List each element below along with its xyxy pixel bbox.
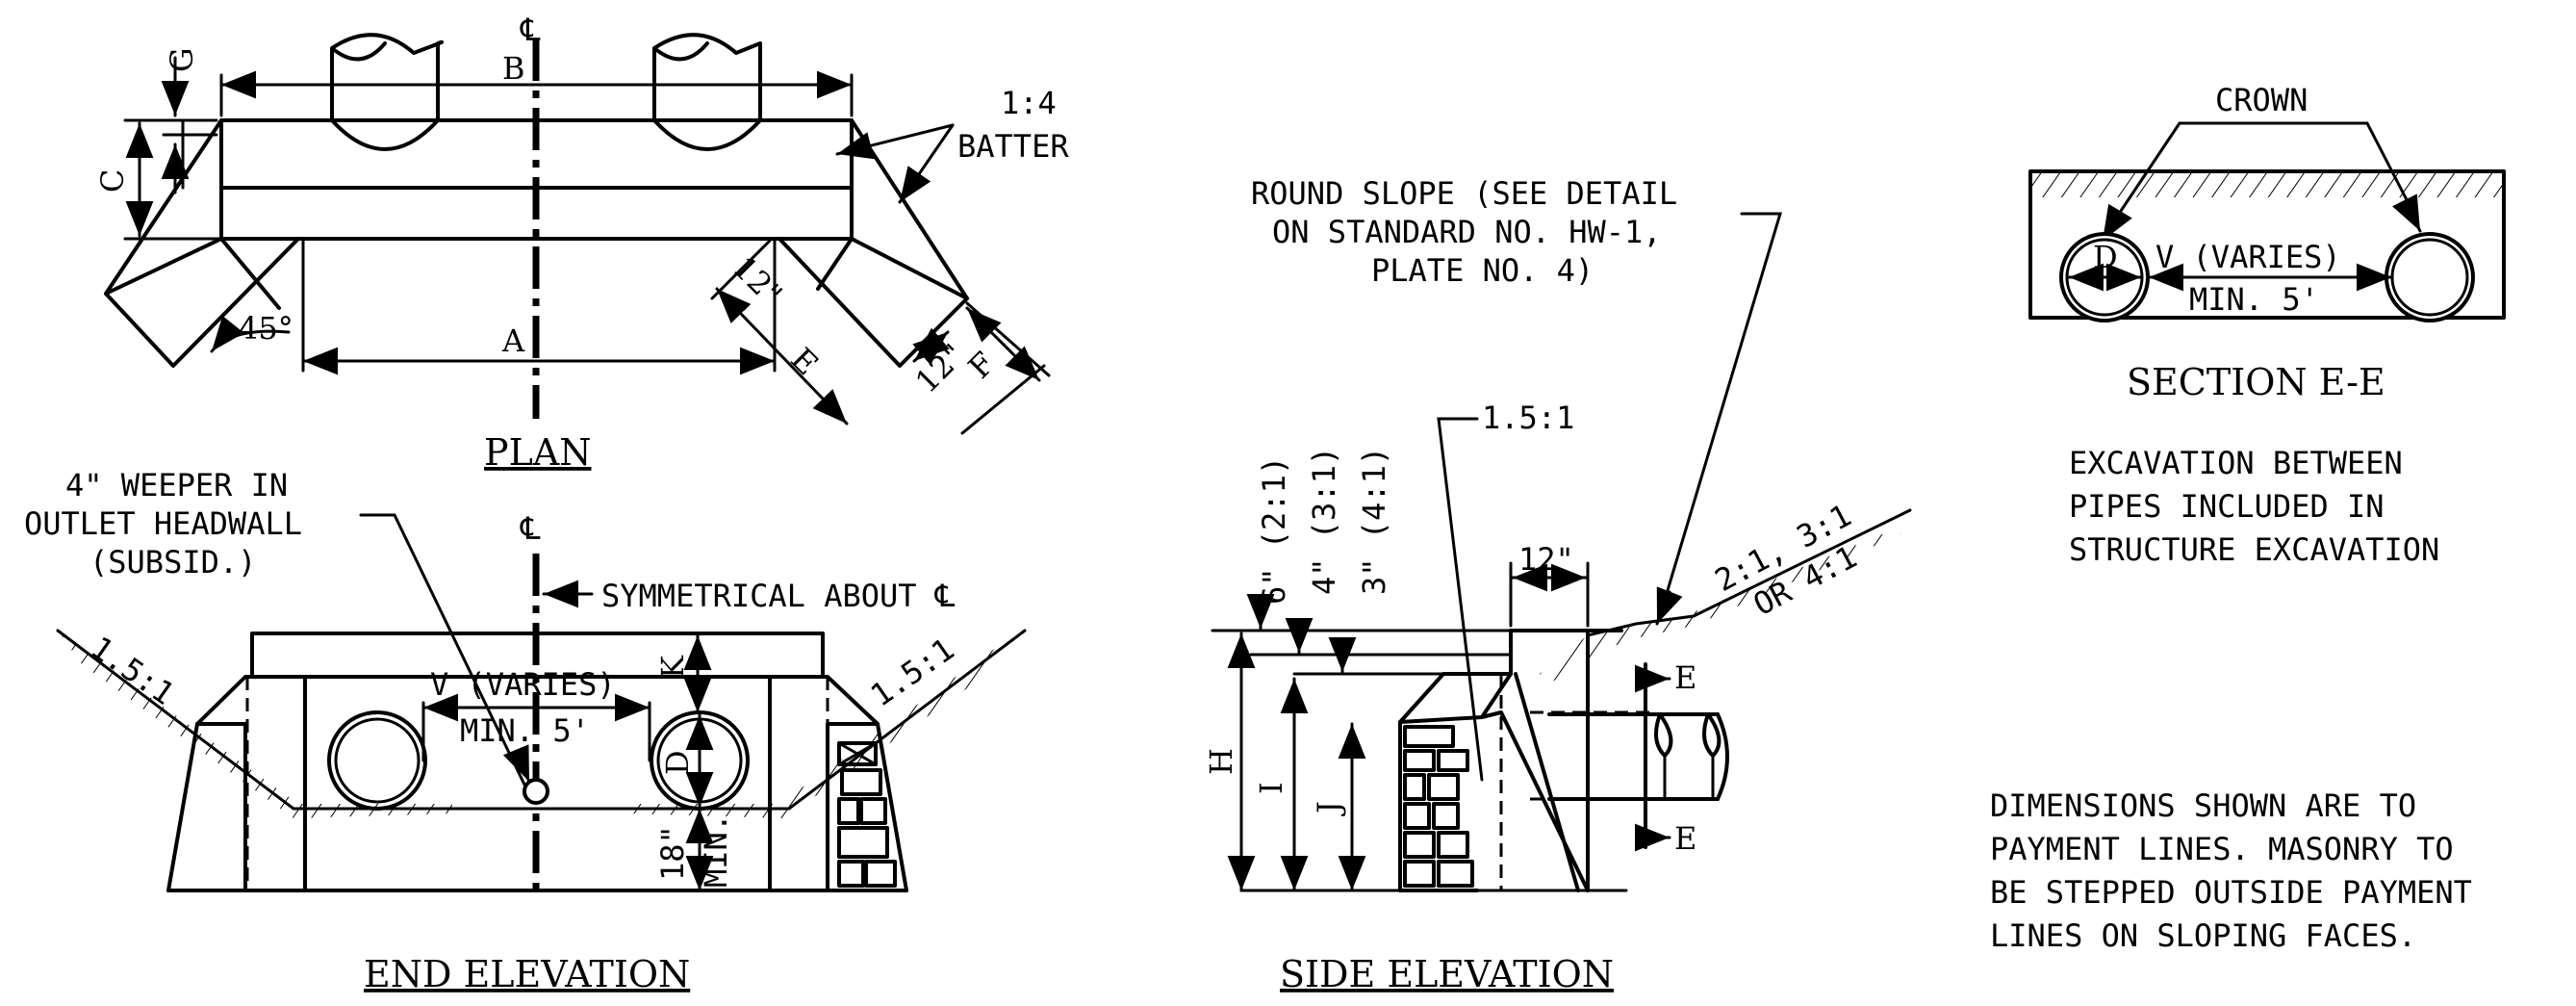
end-dim-18: 18" bbox=[654, 825, 691, 881]
headwall-side bbox=[1398, 629, 1655, 892]
side-pipe bbox=[1547, 712, 1729, 801]
dimensions-note-line1: DIMENSIONS SHOWN ARE TO bbox=[1990, 787, 2416, 824]
round-slope-line1: ROUND SLOPE (SEE DETAIL bbox=[1251, 175, 1677, 212]
section-ee-view: CROWN D V (VARIES) MIN. 5' SECTION E-E bbox=[2028, 82, 2506, 403]
side-elevation-title: SIDE ELEVATION bbox=[1280, 953, 1614, 995]
masonry-end bbox=[837, 741, 897, 888]
excavation-note-line1: EXCAVATION BETWEEN bbox=[2069, 445, 2403, 481]
plan-title: PLAN bbox=[484, 431, 592, 474]
plan-view: ℄ B A C G 45° 1:4 BATTER E 12" bbox=[94, 12, 1069, 474]
dimensions-note-line3: BE STEPPED OUTSIDE PAYMENT bbox=[1990, 874, 2472, 911]
end-soil-right bbox=[625, 631, 1020, 818]
pipe-left bbox=[330, 33, 445, 151]
weeper-note-line3: (SUBSID.) bbox=[89, 544, 256, 580]
weeper-note-line2: OUTLET HEADWALL bbox=[24, 505, 302, 542]
section-ee-frame bbox=[2028, 169, 2506, 320]
angle-label: 45° bbox=[239, 310, 293, 347]
dim-g-label: G bbox=[164, 47, 200, 72]
six-inch-note: 6" (2:1) bbox=[1256, 456, 1292, 605]
side-dim-12: 12" bbox=[1518, 541, 1574, 578]
pipe-right bbox=[652, 33, 762, 151]
masonry-side bbox=[1403, 725, 1474, 888]
end-elevation-view: 4" WEEPER IN OUTLET HEADWALL (SUBSID.) ℄… bbox=[24, 467, 1027, 995]
excavation-note-line3: STRUCTURE EXCAVATION bbox=[2069, 531, 2439, 568]
dim-a-label: A bbox=[501, 322, 525, 359]
batter-ratio: 1:4 bbox=[1001, 85, 1057, 121]
dim-c-label: C bbox=[94, 169, 131, 193]
section-mark-bottom: E bbox=[1674, 820, 1696, 857]
end-dim-d: D bbox=[659, 750, 696, 775]
right-wingwall bbox=[778, 118, 969, 368]
round-slope-line2: ON STANDARD NO. HW-1, bbox=[1272, 214, 1662, 250]
end-v-varies: V (VARIES) bbox=[430, 666, 616, 703]
section-dim-d: D bbox=[2093, 239, 2118, 275]
notes: EXCAVATION BETWEEN PIPES INCLUDED IN STR… bbox=[1990, 445, 2472, 954]
dimensions-note-line4: LINES ON SLOPING FACES. bbox=[1990, 917, 2416, 954]
batter-label: BATTER bbox=[957, 128, 1069, 165]
excavation-note-line2: PIPES INCLUDED IN bbox=[2069, 488, 2385, 525]
end-dim-min: MIN. bbox=[698, 813, 734, 888]
symmetrical-note: SYMMETRICAL ABOUT ℄ bbox=[601, 578, 956, 614]
side-dim-j: J bbox=[1311, 801, 1347, 816]
side-dim-h: H bbox=[1203, 748, 1239, 775]
end-centerline-symbol: ℄ bbox=[520, 510, 541, 547]
section-mark-top: E bbox=[1674, 659, 1696, 696]
dim-b-label: B bbox=[502, 50, 525, 87]
side-soil bbox=[1540, 525, 1905, 684]
side-slope-15: 1.5:1 bbox=[1482, 400, 1574, 436]
section-pipe-right bbox=[2385, 232, 2475, 322]
dimensions-note-line2: PAYMENT LINES. MASONRY TO bbox=[1990, 831, 2454, 867]
section-min5: MIN. 5' bbox=[2189, 281, 2319, 318]
section-v-varies: V (VARIES) bbox=[2155, 239, 2341, 275]
dim-12-plan-a: 12" bbox=[726, 249, 789, 313]
side-dim-i: I bbox=[1253, 782, 1289, 794]
weeper-note-line1: 4" WEEPER IN bbox=[65, 467, 288, 503]
dim-e-label: E bbox=[783, 341, 825, 382]
end-pipe-left bbox=[327, 710, 427, 811]
crown-label: CROWN bbox=[2215, 82, 2308, 118]
end-min5: MIN. 5' bbox=[460, 712, 590, 749]
side-elevation-view: ROUND SLOPE (SEE DETAIL ON STANDARD NO. … bbox=[1203, 175, 1912, 995]
end-elevation-title: END ELEVATION bbox=[364, 953, 690, 995]
round-slope-line3: PLATE NO. 4) bbox=[1371, 252, 1594, 289]
weeper-pipe bbox=[523, 778, 549, 805]
end-dim-k: K bbox=[654, 655, 691, 679]
three-inch-note: 3" (4:1) bbox=[1356, 447, 1392, 595]
section-ee-soil bbox=[2032, 173, 2502, 197]
section-ee-title: SECTION E-E bbox=[2127, 361, 2385, 403]
plan-centerline-symbol: ℄ bbox=[520, 12, 541, 48]
four-inch-note: 4" (3:1) bbox=[1306, 447, 1342, 595]
headwall-end bbox=[166, 632, 908, 892]
